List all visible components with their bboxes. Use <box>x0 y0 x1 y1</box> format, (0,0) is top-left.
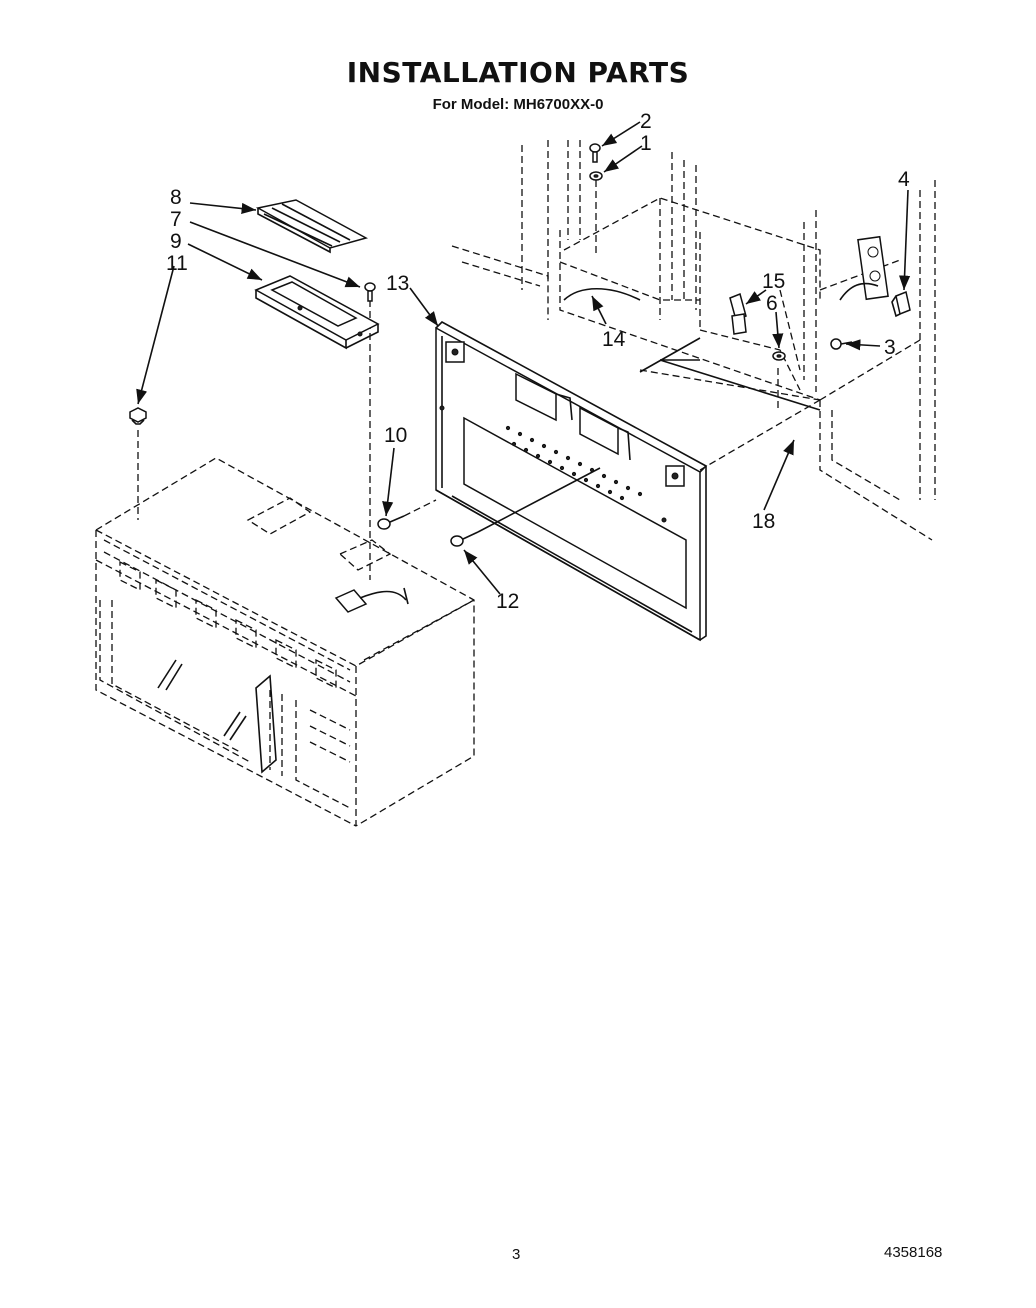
part-9-bracket <box>254 275 380 350</box>
callout-12: 12 <box>496 590 519 613</box>
callout-9: 9 <box>170 230 182 253</box>
callout-13: 13 <box>386 272 409 295</box>
callout-labels: 8 7 9 11 2 1 4 3 15 6 13 14 10 12 18 <box>166 110 910 613</box>
part-2-screw <box>589 143 601 163</box>
callout-7: 7 <box>170 208 182 231</box>
callout-1: 1 <box>640 132 652 155</box>
callout-18: 18 <box>752 510 775 533</box>
callout-2: 2 <box>640 110 652 133</box>
callout-leader-lines <box>136 121 911 595</box>
model-subtitle: For Model: MH6700XX-0 <box>432 96 604 113</box>
microwave-body-outline <box>95 300 475 827</box>
part-7-screw <box>364 282 376 302</box>
wall-cabinet-outline <box>451 140 936 541</box>
part-4-clip <box>891 290 911 318</box>
part-10-screw <box>377 499 437 530</box>
page-number: 3 <box>512 1246 521 1263</box>
vent-holes <box>505 425 643 501</box>
callout-15: 15 <box>762 270 785 293</box>
part-11-grommet <box>129 407 147 425</box>
callout-8: 8 <box>170 186 182 209</box>
callout-10: 10 <box>384 424 407 447</box>
part-6-washer <box>772 351 786 361</box>
page-title: INSTALLATION PARTS <box>346 56 690 89</box>
callout-4: 4 <box>898 168 910 191</box>
document-number: 4358168 <box>884 1244 943 1261</box>
part-1-washer <box>589 171 603 181</box>
part-8-vent-grille <box>255 199 368 254</box>
callout-3: 3 <box>884 336 896 359</box>
part-12-screw <box>450 467 601 547</box>
part-15-toggle-bolt <box>729 292 747 335</box>
mounting-plate <box>435 321 708 642</box>
callout-11: 11 <box>166 252 188 275</box>
callout-14: 14 <box>602 328 626 351</box>
callout-6: 6 <box>766 292 778 315</box>
